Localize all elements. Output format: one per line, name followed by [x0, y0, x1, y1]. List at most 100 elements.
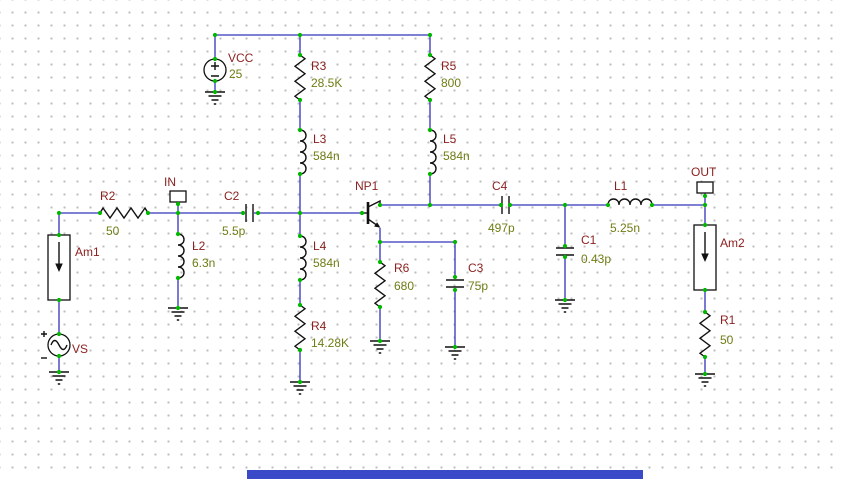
node-dot — [175, 231, 181, 237]
component-value-label: 584n — [443, 149, 470, 163]
node-dot — [452, 239, 458, 245]
component-value-label: 584n — [313, 256, 340, 270]
node-dot — [56, 297, 62, 303]
resistor-icon — [293, 304, 307, 351]
node-dot — [562, 202, 568, 208]
node-dot — [297, 127, 303, 133]
capacitor-C3[interactable]: C3 75p — [446, 261, 488, 293]
component-name-label: C4 — [492, 179, 508, 193]
resistor-icon — [99, 206, 149, 220]
node-dot — [175, 210, 181, 216]
component-value-label: 0.43p — [581, 252, 611, 266]
capacitor-icon — [556, 247, 574, 256]
dc-source-VCC[interactable]: VCC 25 — [203, 51, 254, 82]
component-name-label: R1 — [720, 313, 736, 327]
node-dot — [359, 210, 365, 216]
node-dot — [377, 239, 383, 245]
resistor-R5[interactable]: R5 800 — [423, 54, 461, 101]
node-dot — [212, 78, 218, 84]
node-dot — [297, 302, 303, 308]
component-value-label: 50 — [106, 224, 120, 238]
capacitor-C4[interactable]: C4 497p — [488, 179, 515, 235]
node-dot — [56, 353, 62, 359]
transistor-NP1[interactable]: NP1 — [355, 179, 381, 228]
node-dot — [427, 97, 433, 103]
node-dot — [297, 379, 303, 385]
wire[interactable] — [380, 241, 456, 277]
node-dot — [297, 97, 303, 103]
inductor-L1[interactable]: L1 5.25n — [607, 179, 653, 235]
node-dot — [212, 56, 218, 62]
resistor-icon — [293, 54, 307, 101]
resistor-R1[interactable]: R1 50 — [698, 311, 736, 358]
resistor-R6[interactable]: R6 680 — [373, 261, 414, 308]
component-name-label: C2 — [224, 189, 240, 203]
terminal-box-icon — [696, 181, 714, 194]
component-value-label: 25 — [229, 67, 243, 81]
terminal-box-icon — [169, 190, 187, 203]
terminal-label: OUT — [691, 165, 717, 179]
ammeter-Am2[interactable]: Am2 — [693, 224, 745, 291]
component-value-label: 75p — [468, 279, 488, 293]
component-value-label: 497p — [488, 221, 515, 235]
resistor-icon — [373, 261, 387, 308]
capacitor-C2[interactable]: C2 5.5p — [222, 189, 254, 238]
node-dot — [297, 233, 303, 239]
plus-mark — [41, 331, 47, 337]
component-name-label: R5 — [441, 59, 457, 73]
inductor-L5[interactable]: L5 584n — [429, 129, 470, 175]
sine-wave-icon — [50, 339, 68, 351]
component-value-label: 680 — [394, 279, 414, 293]
node-dot — [605, 202, 611, 208]
inductor-icon — [429, 129, 437, 175]
component-name-label: Am1 — [75, 245, 100, 259]
node-dot — [212, 32, 218, 38]
capacitor-icon — [245, 204, 254, 222]
inductor-icon — [607, 198, 653, 206]
wire[interactable] — [58, 212, 100, 235]
inductor-L3[interactable]: L3 584n — [299, 129, 340, 175]
node-dot — [427, 52, 433, 58]
node-dot — [297, 210, 303, 216]
node-dot — [377, 259, 383, 265]
inductor-icon — [177, 233, 185, 279]
node-dot — [175, 275, 181, 281]
component-name-label: R3 — [311, 59, 327, 73]
bottom-window-strip — [247, 470, 643, 479]
inductor-L4[interactable]: L4 584n — [299, 235, 340, 281]
node-dot — [175, 305, 181, 311]
component-value-label: 800 — [441, 76, 461, 90]
node-dot — [452, 274, 458, 280]
component-name-label: NP1 — [355, 179, 379, 193]
resistor-R2[interactable]: R2 50 — [99, 189, 149, 238]
inductor-L2[interactable]: L2 6.3n — [177, 233, 215, 279]
capacitor-C1[interactable]: C1 0.43p — [556, 233, 611, 266]
resistor-icon — [698, 311, 712, 358]
node-dot — [240, 210, 246, 216]
node-dot — [452, 287, 458, 293]
component-name-label: L4 — [313, 239, 327, 253]
ammeter-arrow-head — [701, 253, 709, 262]
node-dot — [255, 210, 261, 216]
inductor-icon — [299, 129, 307, 175]
component-value-label: 584n — [313, 149, 340, 163]
component-value-label: 6.3n — [192, 256, 215, 270]
node-dot — [427, 171, 433, 177]
terminal-IN[interactable]: IN — [164, 175, 187, 203]
terminal-OUT[interactable]: OUT — [691, 165, 717, 194]
sine-source-VS[interactable]: VS — [41, 331, 88, 359]
node-dots — [56, 32, 708, 385]
node-dot — [56, 331, 62, 337]
node-dot — [145, 210, 151, 216]
component-name-label: R2 — [100, 189, 116, 203]
resistor-R3[interactable]: R3 28.5K — [293, 54, 342, 101]
capacitor-icon — [446, 279, 464, 288]
component-name-label: VS — [72, 342, 88, 356]
resistor-R4[interactable]: R4 14.28K — [293, 304, 349, 351]
node-dot — [297, 347, 303, 353]
ground-symbols — [49, 91, 715, 395]
ammeter-Am1[interactable]: Am1 — [47, 234, 100, 301]
plus-minus-marks — [211, 62, 219, 77]
node-dot — [56, 232, 62, 238]
